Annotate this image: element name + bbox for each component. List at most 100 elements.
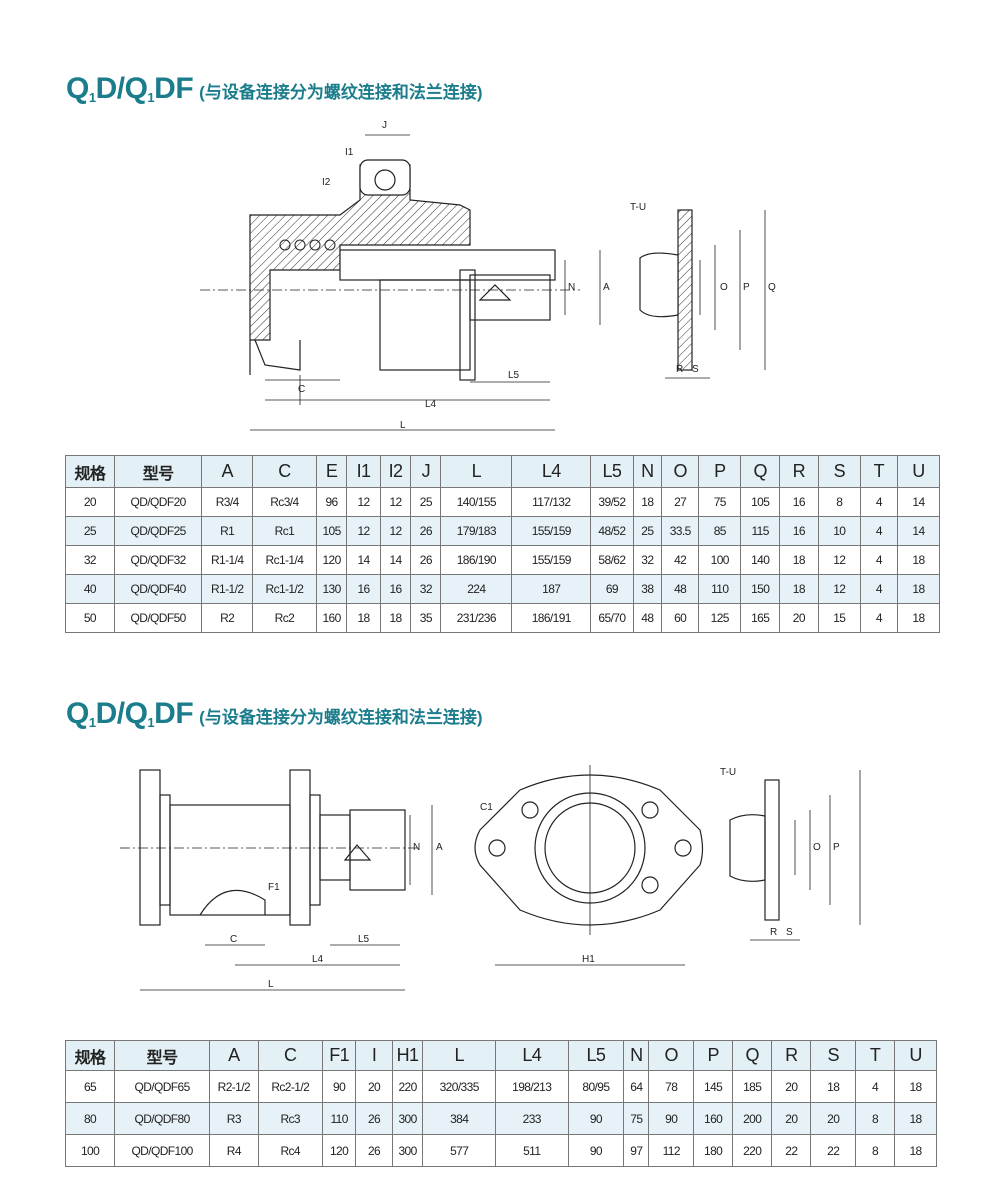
table-cell: 18 xyxy=(779,545,819,575)
header-cell: O xyxy=(648,1040,695,1071)
table-cell: 90 xyxy=(321,1070,357,1103)
label-P: P xyxy=(743,282,750,293)
table-cell: 165 xyxy=(740,603,781,633)
table-cell: 48 xyxy=(661,574,700,604)
table-cell: 20 xyxy=(771,1070,812,1103)
title-subtitle: (与设备连接分为螺纹连接和法兰连接) xyxy=(199,83,483,102)
table-cell: 180 xyxy=(693,1134,734,1167)
table-cell: 18 xyxy=(896,545,941,575)
label-C: C xyxy=(298,384,305,395)
label-TU: T-U xyxy=(630,202,646,213)
header-cell: L4 xyxy=(511,455,592,488)
header-cell: 型号 xyxy=(114,1040,211,1071)
table-cell: R2 xyxy=(201,603,253,633)
table-cell: 38 xyxy=(632,574,663,604)
table-cell: 27 xyxy=(661,487,700,517)
table-cell: R1 xyxy=(201,516,253,546)
table-cell: 80 xyxy=(64,1102,116,1135)
table-cell: 20 xyxy=(810,1102,857,1135)
table-cell: 198/213 xyxy=(494,1070,569,1103)
table-cell: 130 xyxy=(315,574,348,604)
table-cell: 140/155 xyxy=(440,487,513,517)
header-cell: 规格 xyxy=(65,455,115,488)
table-cell: 64 xyxy=(623,1070,650,1103)
table-cell: 50 xyxy=(65,603,115,633)
section2-title: Q1D/Q1DF(与设备连接分为螺纹连接和法兰连接) xyxy=(66,697,482,731)
table-cell: Rc1-1/2 xyxy=(251,574,317,604)
table-cell: 18 xyxy=(896,603,941,633)
table-cell: 12 xyxy=(346,516,381,546)
table-cell: 300 xyxy=(391,1134,424,1167)
table-cell: 26 xyxy=(355,1102,393,1135)
table-cell: QD/QDF80 xyxy=(114,1102,211,1135)
header-cell: E xyxy=(315,455,348,488)
table-cell: 90 xyxy=(648,1102,695,1135)
table-cell: 187 xyxy=(511,574,592,604)
table-cell: 32 xyxy=(632,545,663,575)
table-cell: Rc2-1/2 xyxy=(257,1070,323,1103)
spec-table-1: 规格 型号 A C E I1 I2 J L L4 L5 N O P Q R S … xyxy=(65,455,941,633)
header-cell: C xyxy=(257,1040,323,1071)
table-cell: 100 xyxy=(698,545,742,575)
table-cell: 186/190 xyxy=(440,545,513,575)
header-cell: L xyxy=(422,1040,496,1071)
table-cell: 120 xyxy=(315,545,348,575)
label-O: O xyxy=(720,282,728,293)
table-cell: 65/70 xyxy=(590,603,634,633)
table-cell: 10 xyxy=(817,516,861,546)
header-cell: C xyxy=(251,455,317,488)
table-header-row: 规格 型号 A C F1 I H1 L L4 L5 N O P Q R S T … xyxy=(64,1040,937,1071)
table-cell: 32 xyxy=(410,574,442,604)
table-cell: 125 xyxy=(698,603,742,633)
table-cell: 14 xyxy=(896,487,941,517)
header-cell: Q xyxy=(740,455,781,488)
table-cell: 4 xyxy=(859,603,898,633)
header-cell: A xyxy=(209,1040,259,1071)
table-cell: 22 xyxy=(771,1134,812,1167)
table-cell: 96 xyxy=(315,487,348,517)
table-cell: R2-1/2 xyxy=(209,1070,259,1103)
table-cell: 16 xyxy=(379,574,412,604)
header-cell: P xyxy=(693,1040,734,1071)
table-cell: Rc2 xyxy=(251,603,317,633)
table-cell: 26 xyxy=(410,516,442,546)
table-cell: QD/QDF25 xyxy=(113,516,203,546)
table-cell: 78 xyxy=(648,1070,695,1103)
label-P: P xyxy=(833,842,840,853)
table-cell: 18 xyxy=(379,603,412,633)
table-cell: 145 xyxy=(693,1070,734,1103)
header-cell: Q xyxy=(732,1040,773,1071)
table-cell: 14 xyxy=(379,545,412,575)
table-cell: QD/QDF32 xyxy=(113,545,203,575)
label-S: S xyxy=(786,927,793,938)
table-cell: 16 xyxy=(779,487,819,517)
table-cell: 224 xyxy=(440,574,513,604)
label-H1: H1 xyxy=(582,954,595,965)
header-cell: S xyxy=(817,455,861,488)
header-cell: L4 xyxy=(494,1040,569,1071)
header-cell: L5 xyxy=(590,455,634,488)
table-cell: 110 xyxy=(698,574,742,604)
label-R: R xyxy=(676,364,683,375)
label-O: O xyxy=(813,842,821,853)
table-cell: 105 xyxy=(315,516,348,546)
label-I1: I1 xyxy=(345,147,354,158)
label-A: A xyxy=(603,282,610,293)
table-cell: R1-1/2 xyxy=(201,574,253,604)
table-cell: 15 xyxy=(817,603,861,633)
header-cell: L xyxy=(440,455,513,488)
table-cell: 60 xyxy=(661,603,700,633)
table-cell: 12 xyxy=(817,545,861,575)
header-cell: T xyxy=(855,1040,896,1071)
table-cell: Rc3 xyxy=(257,1102,323,1135)
table-cell: 58/62 xyxy=(590,545,634,575)
table-cell: QD/QDF50 xyxy=(113,603,203,633)
table-cell: 18 xyxy=(894,1070,937,1103)
table-cell: 185 xyxy=(732,1070,773,1103)
table-cell: 155/159 xyxy=(511,545,592,575)
table-cell: 20 xyxy=(355,1070,393,1103)
table-cell: R4 xyxy=(209,1134,259,1167)
